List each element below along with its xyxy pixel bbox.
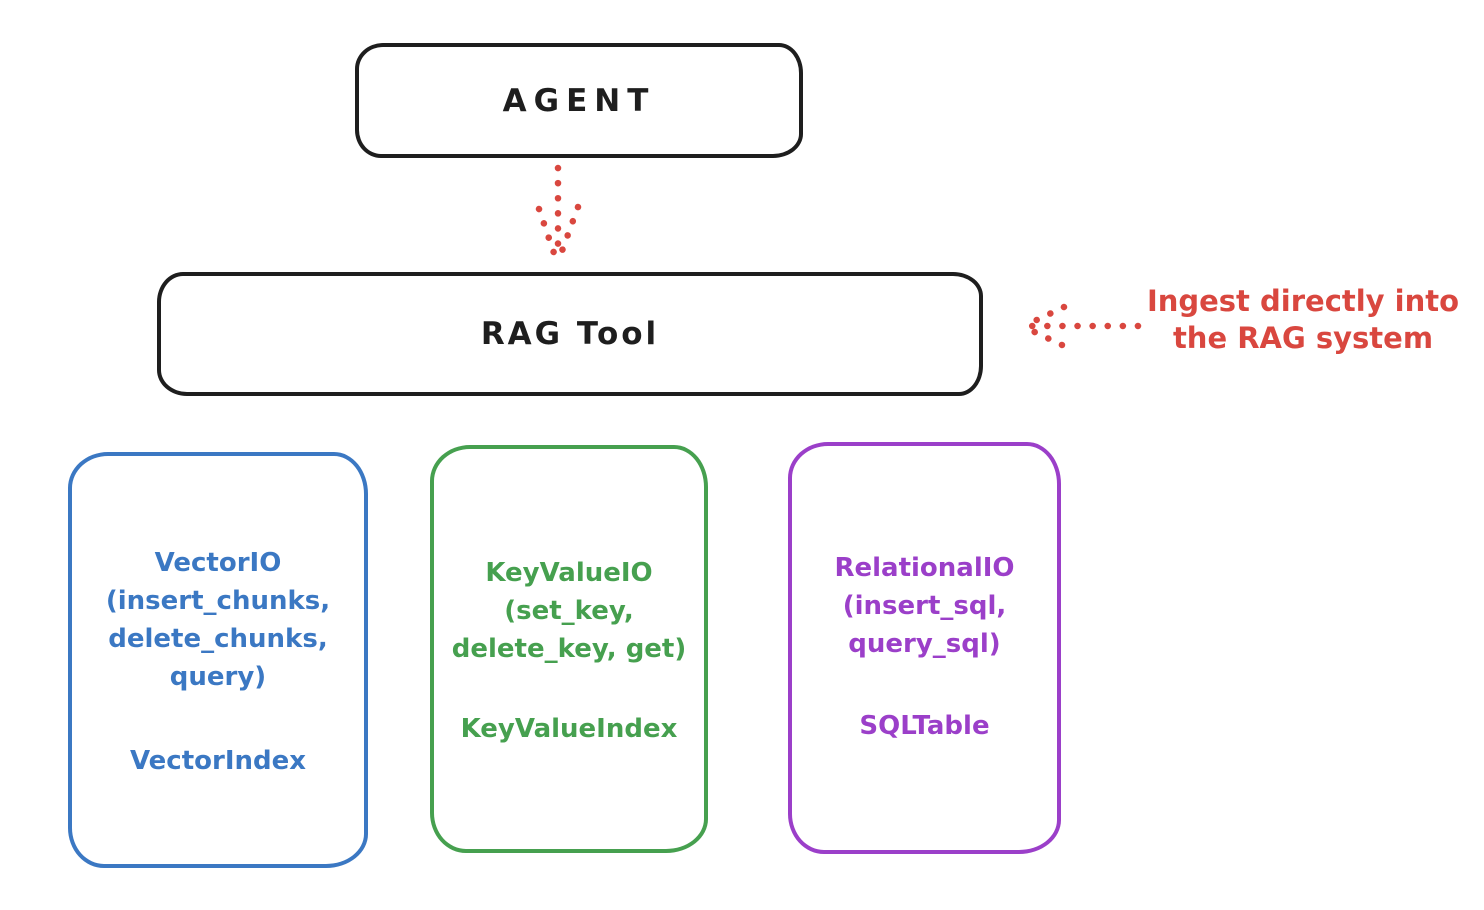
relational-io-signature: RelationalIO (insert_sql, query_sql) [834,549,1014,663]
relational-io-title: RelationalIO [834,553,1015,583]
vector-io-method-line: query) [169,662,267,692]
keyvalue-io-method-line: (set_key, [504,596,634,626]
keyvalue-io-title: KeyValueIO [485,558,653,588]
agent-box: AGENT [355,43,803,158]
vector-io-method-line: (insert_chunks, [105,586,331,616]
relational-io-method-line: (insert_sql, [842,591,1007,621]
rag-tool-label: RAG Tool [480,316,660,352]
annotation-to-ragtool-arrow-icon [1020,303,1142,349]
keyvalue-io-box: KeyValueIO (set_key, delete_key, get) Ke… [430,445,708,853]
keyvalue-io-signature: KeyValueIO (set_key, delete_key, get) [452,554,687,668]
vector-io-title: VectorIO [154,548,282,578]
keyvalue-io-method-line: delete_key, get) [451,634,687,664]
vector-io-method-line: delete_chunks, [108,624,328,654]
ingest-annotation: Ingest directly into the RAG system [1138,283,1468,357]
keyvalue-index-label: KeyValueIndex [460,714,678,744]
ingest-annotation-line2: the RAG system [1172,321,1434,355]
ingest-annotation-line1: Ingest directly into [1146,284,1460,318]
agent-to-ragtool-arrow-icon [535,164,582,266]
relational-io-box: RelationalIO (insert_sql, query_sql) SQL… [788,442,1061,854]
rag-tool-box: RAG Tool [157,272,983,396]
sql-table-label: SQLTable [859,711,990,741]
vector-index-label: VectorIndex [129,746,307,776]
agent-label: AGENT [502,82,656,119]
vector-io-signature: VectorIO (insert_chunks, delete_chunks, … [106,544,330,696]
relational-io-method-line: query_sql) [848,629,1001,659]
vector-io-box: VectorIO (insert_chunks, delete_chunks, … [68,452,368,868]
